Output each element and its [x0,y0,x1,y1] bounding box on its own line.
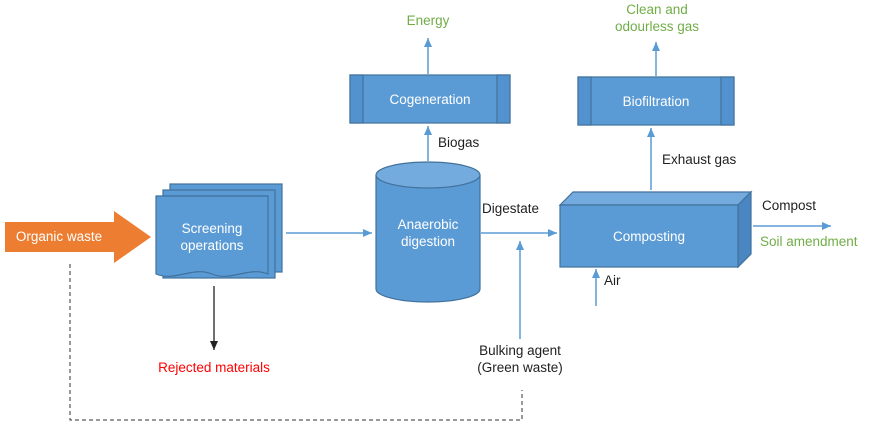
air-label: Air [604,273,621,288]
composting-3d-box-shape [558,190,753,269]
dashed-recycle-connector [69,264,523,421]
digestion-label: Anaerobic digestion [397,217,459,249]
biofiltration-label: Biofiltration [622,94,690,109]
soil-amendment-label: Soil amendment [760,234,858,249]
organic-waste-arrow-shape [5,211,151,263]
cogeneration-label: Cogeneration [389,92,471,107]
organic-waste-label: Organic waste [15,229,103,244]
cogeneration-box-shape [349,74,511,124]
energy-label: Energy [406,13,450,28]
digestion-cylinder-shape [375,161,481,303]
screening-label: Screening operations [180,221,244,253]
exhaust-gas-label: Exhaust gas [662,152,737,167]
biofiltration-box-shape [577,76,735,126]
rejected-materials-label: Rejected materials [158,360,270,375]
screening-multidocument-shape [155,183,283,279]
bulking-agent-line1: Bulking agent [479,343,561,358]
bulking-agent-line2: (Green waste) [477,359,563,375]
bulking-agent-label: Bulking agent (Green waste) [458,343,582,377]
biogas-label: Biogas [438,135,480,150]
clean-gas-label: Clean and odourless gas [614,2,700,34]
digestate-label: Digestate [482,201,540,216]
compost-label: Compost [762,198,817,213]
composting-label: Composting [612,229,686,244]
